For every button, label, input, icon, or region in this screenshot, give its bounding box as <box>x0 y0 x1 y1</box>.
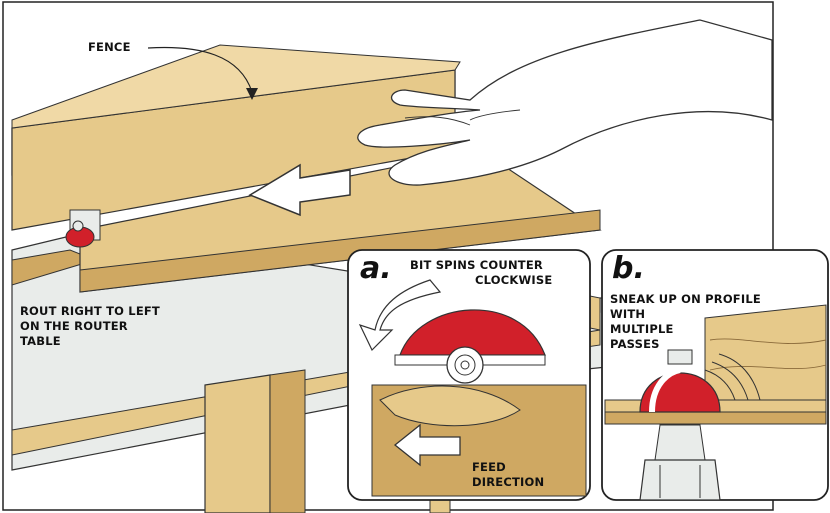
main-caption-line3: TABLE <box>20 334 61 348</box>
feed-label-line2: DIRECTION <box>472 475 544 489</box>
detail-b-caption-line2: WITH <box>610 307 645 321</box>
detail-a-caption-line1: BIT SPINS COUNTER <box>410 258 543 272</box>
detail-a-letter: a. <box>360 254 392 284</box>
fence-label: FENCE <box>88 40 131 54</box>
detail-b-caption-line1: SNEAK UP ON PROFILE <box>610 292 761 306</box>
detail-b-caption-line3: MULTIPLE <box>610 322 674 336</box>
main-caption-line2: ON THE ROUTER <box>20 319 128 333</box>
detail-a-caption-line2: CLOCKWISE <box>475 273 552 287</box>
main-caption-line1: ROUT RIGHT TO LEFT <box>20 304 160 318</box>
detail-b-letter: b. <box>612 254 645 284</box>
detail-b-caption-line4: PASSES <box>610 337 660 351</box>
feed-label-line1: FEED <box>472 460 506 474</box>
table-leg <box>205 375 270 513</box>
